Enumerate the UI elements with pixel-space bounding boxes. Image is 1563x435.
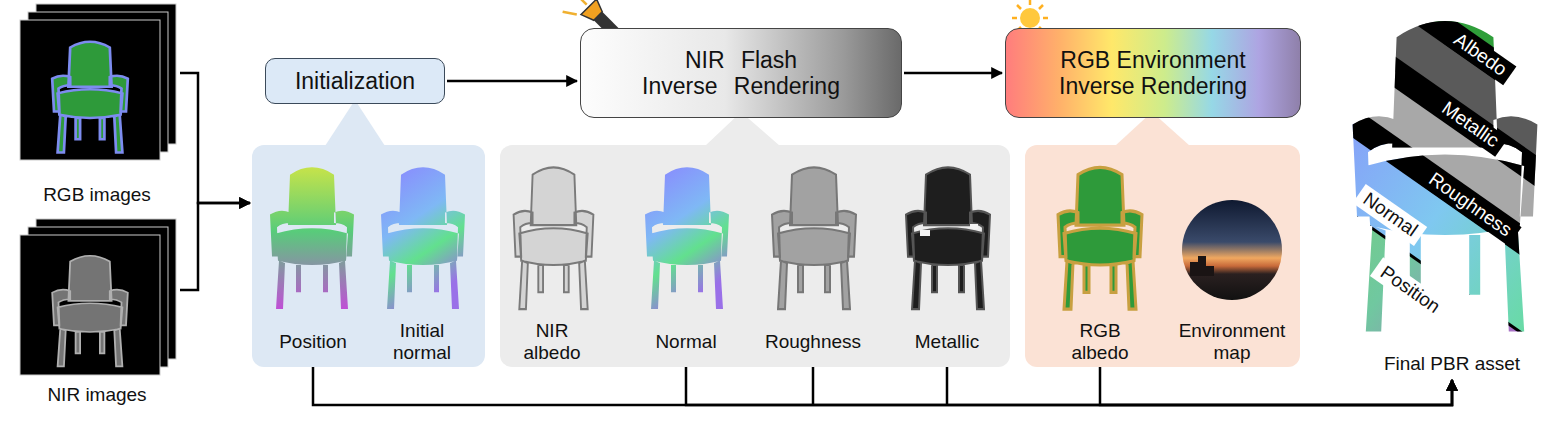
label-slot: RGB images [17, 184, 177, 206]
image-stack: RGB images [14, 0, 180, 210]
line-shape [577, 0, 587, 5]
flow-arrow [686, 367, 1452, 405]
image-stack: NIR images [14, 215, 180, 415]
use-shape [514, 167, 594, 309]
output-panel: NIR albedo Normal Roughness Metallic [500, 145, 1010, 367]
rect-shape [970, 224, 978, 229]
use-shape [381, 167, 465, 309]
rect-shape [1049, 82, 1563, 435]
rect-shape [1025, 145, 1300, 367]
use-shape [772, 167, 856, 309]
thumbnail-label: Normal [636, 331, 736, 353]
use-shape [52, 256, 128, 367]
output-panel: RGB albedo Environment map [1025, 145, 1300, 367]
path-shape [325, 100, 385, 146]
label-slot: Roughness [758, 331, 868, 353]
thumbnail-label: RGB images [17, 184, 177, 206]
line-shape [1039, 5, 1043, 9]
line-shape [1012, 17, 1017, 20]
map-label: Metallic [1431, 93, 1508, 157]
label-slot: Environment map [1172, 320, 1292, 364]
map-label: Position [1370, 257, 1450, 323]
map-label: Normal [1353, 184, 1428, 246]
thumbnail-label: RGB albedo [1060, 320, 1140, 364]
use-shape [645, 167, 729, 309]
label-slot: RGB albedo [1060, 320, 1140, 364]
label-slot: NIR images [17, 384, 177, 406]
panel-backgrounds [252, 100, 1300, 367]
flow-arrow [313, 367, 1452, 405]
rect-shape [920, 230, 930, 236]
use-shape [1058, 167, 1142, 309]
path-shape [1190, 256, 1214, 276]
thumbnail-label: Metallic [897, 331, 997, 353]
thumbnail-label: Initial normal [382, 320, 462, 364]
use-shape [906, 167, 990, 309]
label-slot: Normal [636, 331, 736, 353]
flow-arrow [180, 203, 250, 290]
rgb-image-stack [20, 4, 176, 160]
rect-shape [252, 145, 485, 367]
line-shape [563, 6, 577, 20]
stage-box: NIR Flash Inverse Rendering [580, 28, 902, 118]
node-label: Initialization [295, 68, 415, 94]
rect-shape [20, 20, 160, 160]
thumbnail-label: NIR images [17, 384, 177, 406]
rect-shape [500, 145, 1010, 367]
final-asset-chair [1049, 0, 1563, 435]
circle-shape [1182, 200, 1282, 300]
use-shape [52, 42, 128, 153]
line-shape [812, 367, 815, 405]
line-shape [1029, 0, 1032, 5]
rect-shape [1273, 0, 1563, 269]
thumbnails [270, 167, 1282, 309]
label-slot: Position [263, 331, 363, 353]
output-panel: Position Initial normal [252, 145, 485, 367]
node-label: NIR Flash Inverse Rendering [641, 47, 842, 100]
thumbnail-label: Environment map [1172, 320, 1292, 364]
flow-arrow [904, 72, 1002, 75]
node-label: Final PBR asset [1384, 353, 1520, 375]
asset-caption: Final PBR asset [1372, 350, 1532, 378]
line-shape [1017, 5, 1021, 9]
map-label: Roughness [1418, 164, 1521, 246]
nir-image-stack [20, 219, 176, 375]
thumbnail-label: Roughness [758, 331, 868, 353]
g-shape [1049, 0, 1563, 435]
flow-arrow [180, 73, 250, 203]
bus-drop [813, 367, 947, 405]
stage-box: RGB Environment Inverse Rendering [1005, 28, 1301, 118]
label-slot: Initial normal [382, 320, 462, 364]
label-slot: NIR albedo [516, 320, 588, 364]
flow-arrow [447, 80, 577, 83]
stage-box: Initialization [265, 58, 445, 104]
label-slot: Metallic [897, 331, 997, 353]
line-shape [1043, 17, 1048, 20]
thumbnail-label: NIR albedo [516, 320, 588, 364]
rect-shape [1162, 81, 1563, 428]
map-label: Albedo [1443, 25, 1516, 86]
circle-shape [1020, 8, 1040, 28]
rect-shape [20, 235, 160, 375]
node-label: RGB Environment Inverse Rendering [1056, 47, 1251, 100]
thumbnail-label: Position [263, 331, 363, 353]
line-shape [946, 367, 949, 405]
use-shape [270, 167, 354, 309]
